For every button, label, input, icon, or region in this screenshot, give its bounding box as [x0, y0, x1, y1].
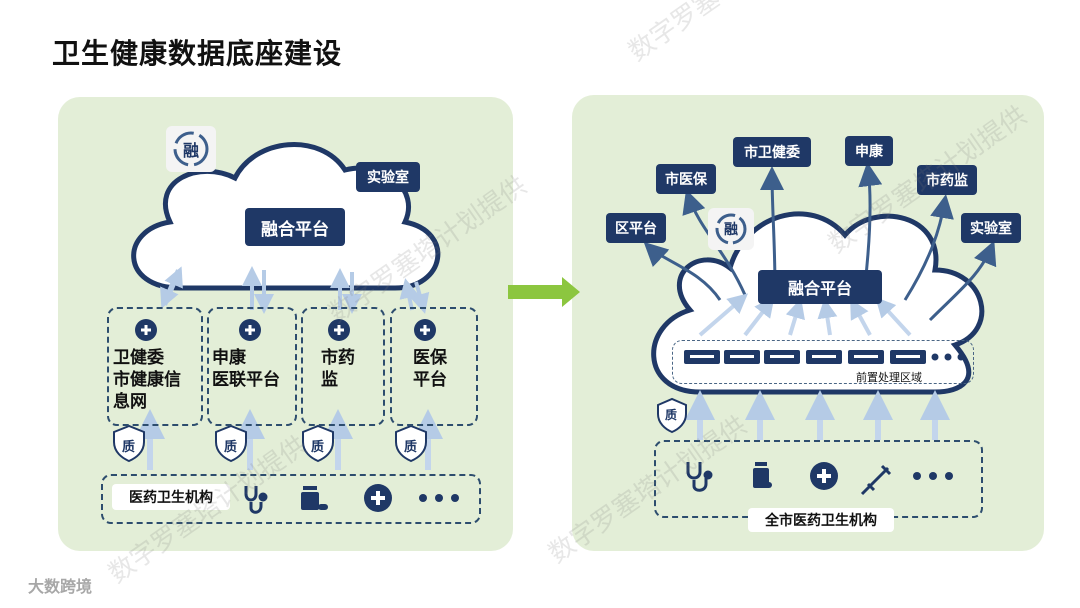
target-lab: 实验室: [961, 213, 1021, 243]
preprocessing-area: [672, 340, 974, 384]
source-box-health-commission: [107, 307, 203, 426]
left-lab-tag: 实验室: [356, 162, 420, 192]
right-institutions-box: [654, 440, 983, 518]
out-arrow-district: [643, 241, 722, 301]
stethoscope-icon: [686, 462, 708, 492]
target-insurance: 市医保: [656, 164, 716, 194]
left-link-1b: [160, 269, 180, 309]
shield-icon: [395, 424, 427, 463]
more-icon: [419, 494, 459, 502]
shield-icon: [302, 424, 334, 463]
quality-label: 质: [404, 440, 418, 455]
left-platform-box: 融合平台: [245, 208, 345, 246]
fusion-icon: 融: [166, 126, 216, 172]
quality-label: 质: [665, 408, 678, 422]
fusion-icon-label: 融: [182, 141, 199, 160]
source-box-fda: [301, 307, 385, 426]
quality-label: 质: [311, 440, 325, 455]
target-fda: 市药监: [917, 165, 977, 195]
transition-arrow: [508, 277, 580, 307]
fan-arrow-4: [817, 298, 838, 336]
preprocessing-label: 前置处理区域: [856, 371, 922, 384]
page-title: 卫生健康数据底座建设: [52, 37, 343, 70]
right-institutions-label: 全市医药卫生机构: [748, 508, 894, 532]
more-icon: [931, 353, 939, 361]
source-box-shenkang: [207, 307, 297, 426]
shield-icon: [113, 424, 145, 463]
fan-arrow-3: [785, 298, 805, 336]
out-arrow-lab: [928, 240, 997, 322]
quality-label: 质: [224, 440, 238, 455]
left-cross-icons: [135, 319, 436, 341]
stethoscope-icon: [244, 486, 263, 514]
left-institutions-box: [101, 474, 481, 524]
fan-arrow-1: [698, 293, 749, 337]
source-label-insurance: 医保 平台: [413, 348, 447, 390]
source-label-health-commission: 卫健委 市健康信 息网: [113, 348, 181, 412]
pill-bottle-icon: [753, 462, 772, 488]
target-district-platform: 区平台: [606, 213, 666, 243]
left-shield-icons: [113, 424, 427, 463]
right-platform-box: 融合平台: [758, 270, 882, 304]
shield-icon: [215, 424, 247, 463]
left-institutions-label: 医药卫生机构: [112, 484, 230, 510]
fan-arrow-2: [743, 296, 775, 337]
shield-icon: [657, 397, 687, 434]
more-icon: [957, 353, 965, 361]
fusion-icon-label: 融: [724, 222, 738, 238]
brand-logo: 大数跨境: [28, 577, 93, 596]
left-institution-icons: [244, 486, 268, 514]
fusion-icon: 融: [708, 208, 754, 250]
out-arrow-fda: [903, 194, 954, 301]
syringe-icon: [860, 464, 892, 496]
more-icon: [913, 472, 953, 480]
left-link-4b: [409, 281, 430, 314]
source-label-fda: 市药 监: [321, 348, 355, 390]
pill-bottle-icon: [301, 486, 328, 510]
fan-arrow-6: [875, 297, 912, 337]
target-shenkang: 申康: [845, 136, 893, 166]
more-icon: [944, 353, 952, 361]
target-health-commission: 市卫健委: [733, 137, 811, 167]
quality-label: 质: [122, 440, 136, 455]
source-label-shenkang: 申康 医联平台: [212, 348, 280, 390]
fan-arrow-5: [850, 298, 872, 336]
source-box-insurance: [390, 307, 478, 426]
